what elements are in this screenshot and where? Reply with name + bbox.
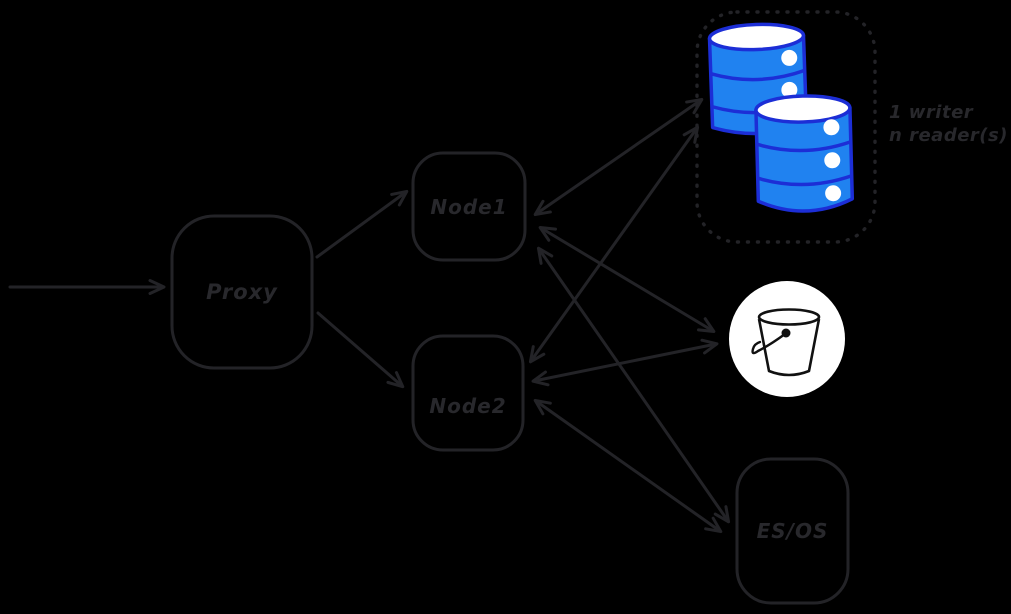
arrow-proxy-to-node1 [315, 189, 409, 259]
cluster-annotation: 1 writer n reader(s) [889, 101, 1008, 147]
arrow-node2-bucket [531, 338, 719, 387]
arrow-node2-esos [533, 398, 723, 534]
arrow-proxy-to-node2 [316, 311, 405, 389]
proxy-box [170, 214, 314, 370]
bucket-handle [751, 332, 787, 355]
esos-box [735, 457, 850, 605]
arrow-node1-bucket [538, 225, 716, 334]
node1-box [411, 151, 527, 262]
arrow-node2-database [528, 125, 700, 364]
database-cluster-dashed-box [695, 10, 877, 244]
database-cylinders-icon [707, 22, 855, 213]
cluster-annotation-line2: n reader(s) [889, 125, 1008, 146]
arrow-node1-esos [536, 246, 731, 524]
cluster-annotation-line1: 1 writer [889, 102, 974, 123]
node2-box [411, 334, 525, 452]
bucket-icon [729, 281, 845, 397]
